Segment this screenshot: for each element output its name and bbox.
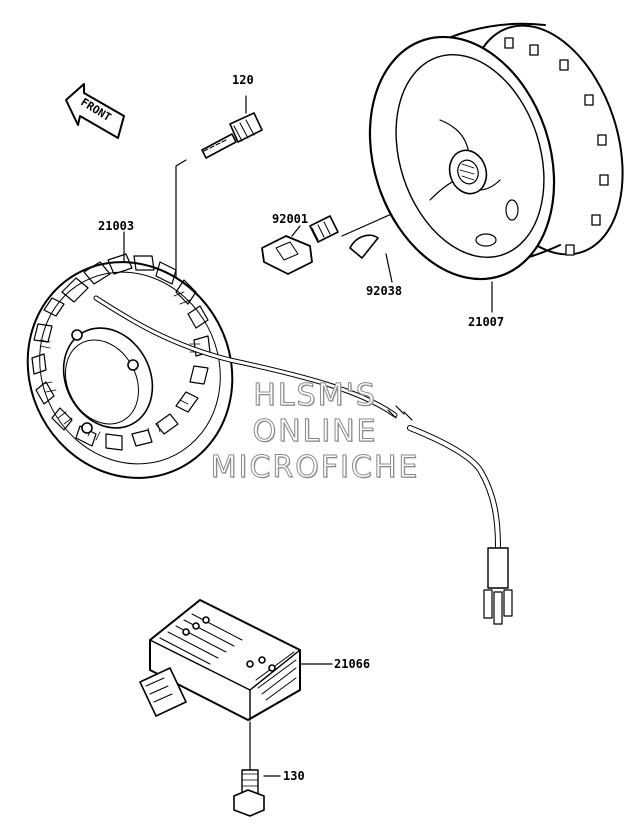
part-label-21066: 21066 [334, 657, 371, 671]
bolt-92001 [261, 211, 397, 275]
watermark-line-2: ONLINE [252, 414, 378, 450]
rotor-21007 [368, 22, 624, 313]
part-label-21003: 21003 [98, 219, 135, 233]
part-label-130: 130 [283, 769, 305, 783]
part-label-21007: 21007 [468, 315, 505, 329]
part-label-92001: 92001 [272, 212, 309, 226]
wire-harness [93, 295, 513, 625]
watermark-line-3: MICROFICHE [210, 450, 420, 486]
front-arrow-icon: FRONT [65, 83, 125, 139]
bolt-120 [149, 95, 263, 297]
bolt-130 [233, 769, 281, 817]
stator-21003 [26, 231, 234, 479]
part-label-120: 120 [232, 73, 254, 87]
watermark-line-1: HLSM'S [253, 378, 377, 414]
key-92038 [349, 234, 393, 283]
regulator-21066 [139, 599, 333, 771]
part-label-92038: 92038 [366, 284, 403, 298]
